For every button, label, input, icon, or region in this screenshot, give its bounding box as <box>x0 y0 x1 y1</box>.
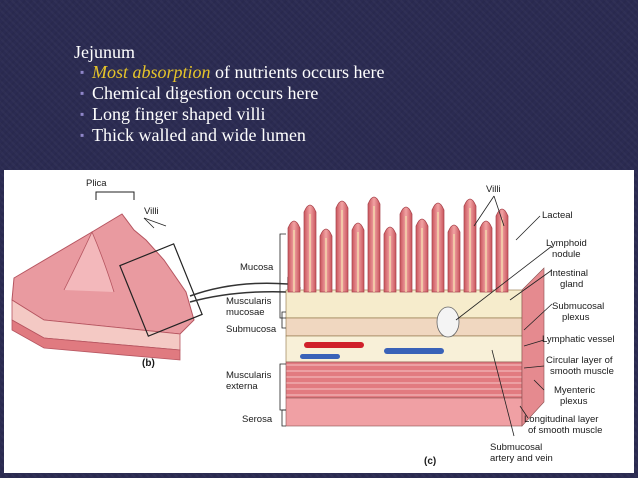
label-longitudinal-2: of smooth muscle <box>528 425 602 436</box>
bullet-highlight: Most absorption <box>92 62 211 82</box>
label-submucosa: Submucosa <box>226 324 277 335</box>
intestine-wall-figure: Plica Villi (b) Villi Mucosa Muscularis … <box>4 170 634 473</box>
label-muscularis-mucosae-2: mucosae <box>226 307 265 318</box>
label-submucosal-artery-2: artery and vein <box>490 453 553 464</box>
slide-heading: Jejunum <box>74 42 135 62</box>
bullet-text: Thick walled and wide lumen <box>92 125 306 145</box>
bullet-text: Chemical digestion occurs here <box>92 83 319 103</box>
bullet-item-4: ▪ Thick walled and wide lumen <box>74 125 384 146</box>
label-mucosa: Mucosa <box>240 262 274 273</box>
villi-group <box>287 196 509 293</box>
label-panel-b: (b) <box>142 358 155 369</box>
bullet-item-2: ▪ Chemical digestion occurs here <box>74 83 384 104</box>
label-villi-c: Villi <box>486 184 501 195</box>
label-lacteal: Lacteal <box>542 210 573 221</box>
bullet-square-icon: ▪ <box>80 107 85 121</box>
label-circular-1: Circular layer of <box>546 355 613 366</box>
label-submucosal-plexus-2: plexus <box>562 312 590 323</box>
label-submucosal-artery-1: Submucosal <box>490 442 542 453</box>
label-myenteric-1: Myenteric <box>554 385 595 396</box>
bullet-square-icon: ▪ <box>80 128 85 142</box>
label-lymphatic-vessel: Lymphatic vessel <box>542 334 615 345</box>
label-villi-b: Villi <box>144 206 159 217</box>
label-plica: Plica <box>86 178 107 189</box>
intestine-diagram: Plica Villi (b) Villi Mucosa Muscularis … <box>11 178 615 467</box>
label-panel-c: (c) <box>424 456 436 467</box>
bullet-item-3: ▪ Long finger shaped villi <box>74 104 384 125</box>
label-myenteric-2: plexus <box>560 396 588 407</box>
label-lymphoid-1: Lymphoid <box>546 238 587 249</box>
bullet-text: Long finger shaped villi <box>92 104 266 124</box>
label-muscularis-mucosae-1: Muscularis <box>226 296 272 307</box>
leader-lines <box>279 195 553 437</box>
label-intestinal-1: Intestinal <box>550 268 588 279</box>
label-longitudinal-1: Longitudinal layer <box>524 414 598 425</box>
bullet-text: of nutrients occurs here <box>210 62 385 82</box>
label-serosa: Serosa <box>242 414 273 425</box>
panel-c-block <box>285 267 545 427</box>
label-lymphoid-2: nodule <box>552 249 581 260</box>
bullet-item-1: ▪ Most absorption of nutrients occurs her… <box>74 62 384 83</box>
slide-bullets: Jejunum ▪ Most absorption of nutrients oc… <box>74 42 384 146</box>
panel-b-section <box>11 191 301 361</box>
label-submucosal-plexus-1: Submucosal <box>552 301 604 312</box>
label-muscularis-externa-1: Muscularis <box>226 370 272 381</box>
bullet-square-icon: ▪ <box>80 86 85 100</box>
bullet-square-icon: ▪ <box>80 65 85 79</box>
label-muscularis-externa-2: externa <box>226 381 258 392</box>
figure-labels: Plica Villi (b) Villi Mucosa Muscularis … <box>86 178 615 467</box>
label-circular-2: smooth muscle <box>550 366 614 377</box>
label-intestinal-2: gland <box>560 279 583 290</box>
